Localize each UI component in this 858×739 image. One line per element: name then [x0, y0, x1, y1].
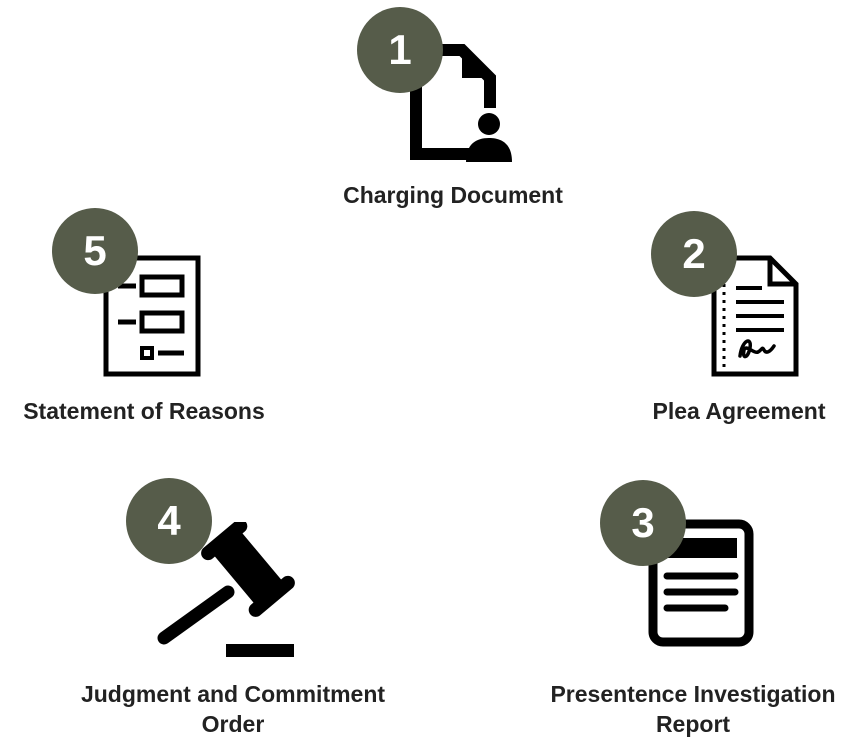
- report-icon: [648, 519, 754, 647]
- step-number-badge: 4: [126, 478, 212, 564]
- step-number-badge: 2: [651, 211, 737, 297]
- step-number-badge: 3: [600, 480, 686, 566]
- step-label: Judgment and Commitment Order: [80, 681, 386, 737]
- step-number-badge: 1: [357, 7, 443, 93]
- step-label: Presentence Investigation Report: [550, 681, 836, 737]
- step-label: Statement of Reasons: [23, 398, 265, 424]
- form-checklist-icon: [103, 255, 201, 377]
- gavel-icon: [157, 522, 295, 657]
- step-number-badge: 5: [52, 208, 138, 294]
- step-label: Charging Document: [343, 182, 563, 208]
- step-label: Plea Agreement: [652, 398, 826, 424]
